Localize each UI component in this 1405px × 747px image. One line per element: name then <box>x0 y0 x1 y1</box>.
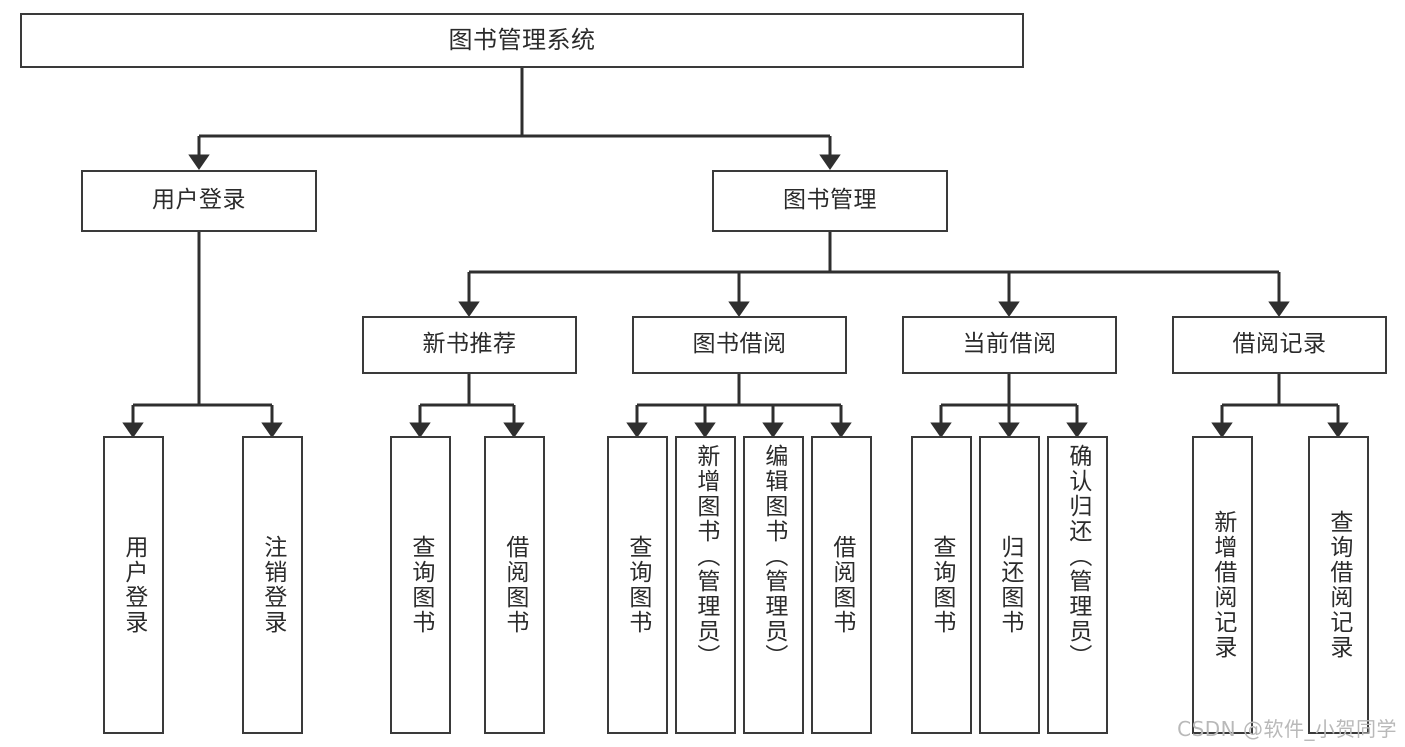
node-label: 查询图书 <box>928 535 955 635</box>
node-label: 借阅图书 <box>828 535 855 635</box>
leaf-record-add-borrow-record[interactable]: 新增借阅记录 <box>1192 436 1253 734</box>
node-label: 查询图书 <box>407 535 434 635</box>
leaf-borrow-borrow-book[interactable]: 借阅图书 <box>811 436 872 734</box>
node-root-book-management-system[interactable]: 图书管理系统 <box>20 13 1024 68</box>
leaf-borrow-add-book-admin[interactable]: 新增图书（管理员） <box>675 436 736 734</box>
node-label: 图书管理系统 <box>448 26 596 55</box>
node-label: 注销登录 <box>259 535 286 635</box>
node-label: 借阅图书 <box>501 535 528 635</box>
leaf-recommend-query-book[interactable]: 查询图书 <box>390 436 451 734</box>
node-label: 用户登录 <box>152 187 246 214</box>
node-book-management[interactable]: 图书管理 <box>712 170 948 232</box>
node-label: 新增图书（管理员） <box>692 444 719 669</box>
node-borrow-record[interactable]: 借阅记录 <box>1172 316 1387 374</box>
node-current-borrow[interactable]: 当前借阅 <box>902 316 1117 374</box>
node-user-login[interactable]: 用户登录 <box>81 170 317 232</box>
leaf-current-query-book[interactable]: 查询图书 <box>911 436 972 734</box>
node-label: 新增借阅记录 <box>1209 510 1236 660</box>
leaf-record-query-borrow-record[interactable]: 查询借阅记录 <box>1308 436 1369 734</box>
node-label: 查询图书 <box>624 535 651 635</box>
node-label: 编辑图书（管理员） <box>760 444 787 669</box>
leaf-borrow-edit-book-admin[interactable]: 编辑图书（管理员） <box>743 436 804 734</box>
leaf-recommend-borrow-book[interactable]: 借阅图书 <box>484 436 545 734</box>
leaf-current-confirm-return-admin[interactable]: 确认归还（管理员） <box>1047 436 1108 734</box>
leaf-borrow-query-book[interactable]: 查询图书 <box>607 436 668 734</box>
node-label: 图书管理 <box>783 187 877 214</box>
node-label: 归还图书 <box>996 535 1023 635</box>
node-label: 确认归还（管理员） <box>1064 444 1091 669</box>
leaf-user-login-login[interactable]: 用户登录 <box>103 436 164 734</box>
csdn-watermark: CSDN @软件_小贺同学 <box>1177 717 1397 741</box>
node-new-book-recommend[interactable]: 新书推荐 <box>362 316 577 374</box>
node-label: 用户登录 <box>120 535 147 635</box>
node-label: 新书推荐 <box>422 331 517 358</box>
node-book-borrow[interactable]: 图书借阅 <box>632 316 847 374</box>
node-label: 查询借阅记录 <box>1325 510 1352 660</box>
leaf-user-login-logout[interactable]: 注销登录 <box>242 436 303 734</box>
leaf-current-return-book[interactable]: 归还图书 <box>979 436 1040 734</box>
node-label: 借阅记录 <box>1232 331 1327 358</box>
node-label: 当前借阅 <box>962 331 1057 358</box>
node-label: 图书借阅 <box>692 331 787 358</box>
